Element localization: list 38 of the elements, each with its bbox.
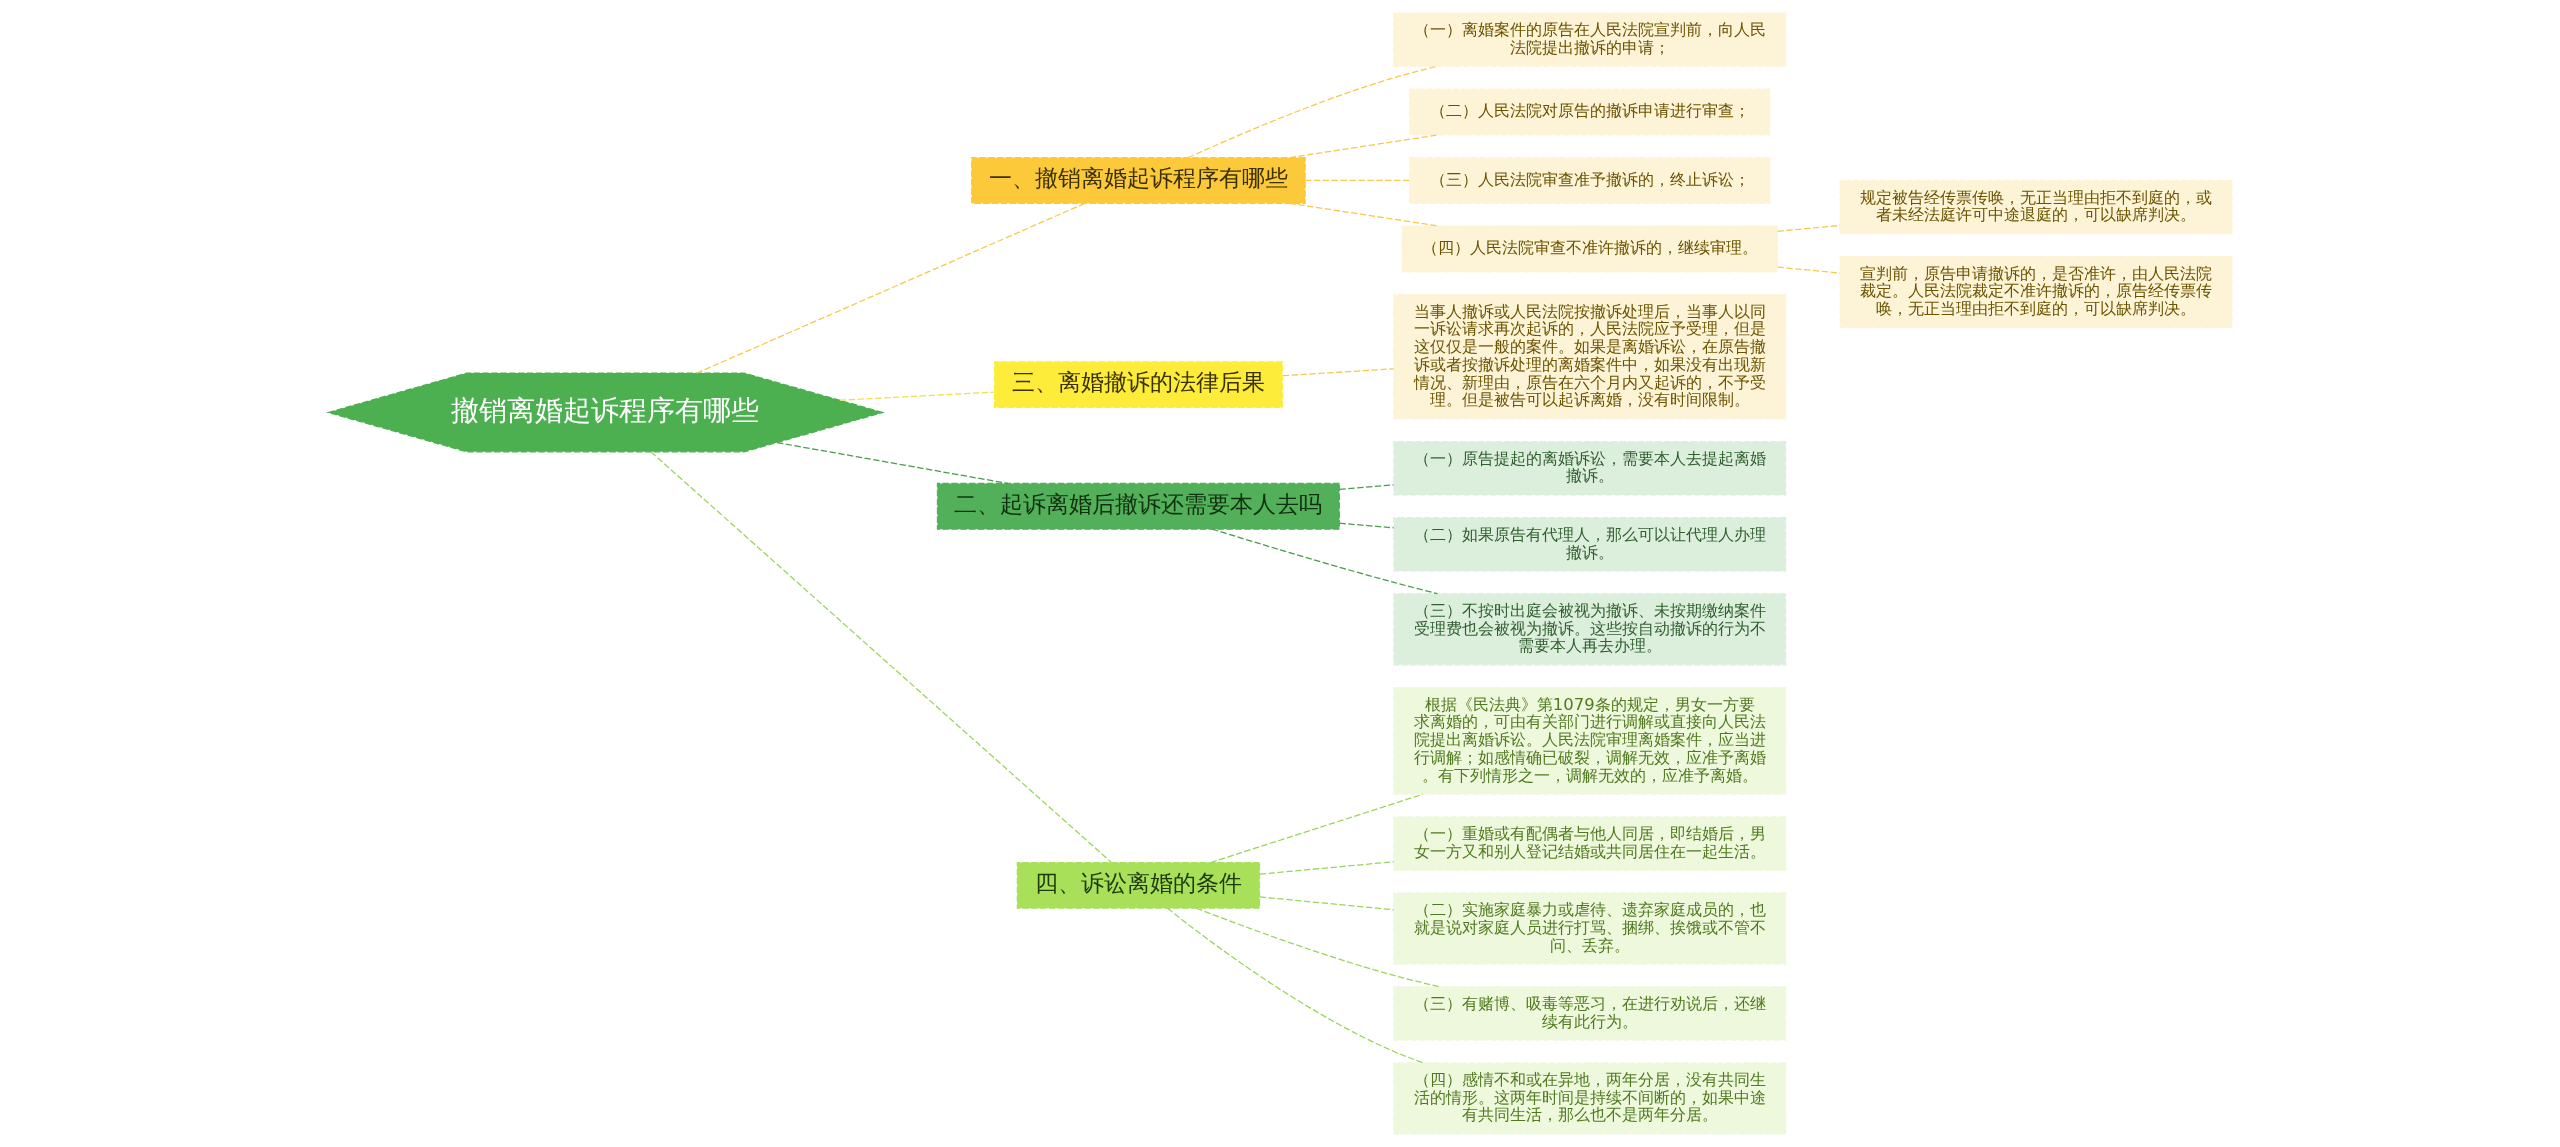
- node-box: 宣判前，原告申请撤诉的，是否准许，由人民法院裁定。人民法院裁定不准许撤诉的，原告经传票传唤，无正当理由拒不到庭的，可以缺席判决。: [1839, 255, 2233, 329]
- connector: [1777, 266, 1841, 274]
- node-box: 四、诉讼离婚的条件: [1016, 861, 1261, 909]
- node-box: （三）有赌博、吸毒等恶习，在进行劝说后，还继续有此行为。: [1393, 986, 1787, 1041]
- connector: [1259, 896, 1395, 911]
- node-box: （二）人民法院对原告的撤诉申请进行审查；: [1409, 88, 1771, 136]
- connector: [1195, 907, 1441, 988]
- node-box: 当事人撤诉或人民法院按撤诉处理后，当事人以同一诉讼请求再次起诉的，人民法院应予受理，但是这仅仅是一般的案件。如果是离婚诉讼，在原告撤诉或者按撤诉处理的离婚案件中，如果没有出现新情况、新理由，原告在六个月内又起诉的，不予受理。但是被告可以起诉离婚，没有时间限制。: [1393, 293, 1787, 420]
- node-box: （二）如果原告有代理人，那么可以让代理人办理撤诉。: [1393, 517, 1787, 572]
- node-box: 一、撤销离婚起诉程序有哪些: [971, 157, 1306, 204]
- connector: [1289, 134, 1440, 159]
- connector: [1777, 224, 1841, 232]
- connector: [839, 391, 995, 401]
- node-box: 二、起诉离婚后撤诉还需要本人去吗: [936, 482, 1340, 530]
- node-box: （三）不按时出庭会被视为撤诉、未按期缴纳案件受理费也会被视为撤诉。这些按自动撤诉的行为不需要本人再去办理。: [1393, 593, 1787, 666]
- connector: [1338, 522, 1395, 529]
- connector: [1211, 528, 1439, 595]
- connector: [1338, 484, 1395, 490]
- node-box: （一）离婚案件的原告在人民法院宣判前，向人民法院提出撤诉的申请；: [1393, 12, 1787, 67]
- connector: [1289, 202, 1440, 227]
- node-box: 根据《民法典》第1079条的规定，男女一方要求离婚的，可由有关部门进行调解或直接向人民法院提出离婚诉讼。人民法院审理离婚案件，应当进行调解；如感情确已破裂，调解无效，应准予离婚。有下列情形之一，调解无效的，应准予离婚。: [1393, 686, 1787, 795]
- connector: [1282, 368, 1395, 377]
- connector: [1187, 65, 1438, 159]
- node-box: 规定被告经传票传唤，无正当理由拒不到庭的，或者未经法庭许可中途退庭的，可以缺席判决。: [1839, 179, 2233, 235]
- connector: [1166, 907, 1424, 1064]
- node-box: （一）原告提起的离婚诉讼，需要本人去提起离婚撤诉。: [1393, 441, 1787, 496]
- connector: [776, 442, 1009, 485]
- node-box: 三、离婚撤诉的法律后果: [993, 361, 1283, 409]
- connector: [696, 202, 1086, 374]
- node-box: （一）重婚或有配偶者与他人同居，即结婚后，男女一方又和别人登记结婚或共同居住在一起生活。: [1393, 816, 1787, 871]
- node-box: （三）人民法院审查准予撤诉的，终止诉讼；: [1409, 157, 1771, 204]
- connector: [650, 451, 1113, 864]
- node-box: （四）感情不和或在异地，两年分居，没有共同生活的情形。这两年时间是持续不间断的，如果中途有共同生活，那么也不是两年分居。: [1393, 1062, 1787, 1135]
- connector: [1304, 179, 1411, 182]
- node-box: （四）人民法院审查不准许撤诉的，继续审理。: [1401, 225, 1779, 273]
- node-box: （二）实施家庭暴力或虐待、遗弃家庭成员的，也就是说对家庭人员进行打骂、捆绑、挨饿或不管不问、丢弃。: [1393, 892, 1787, 965]
- connector: [1259, 861, 1395, 875]
- connector: [1210, 793, 1424, 864]
